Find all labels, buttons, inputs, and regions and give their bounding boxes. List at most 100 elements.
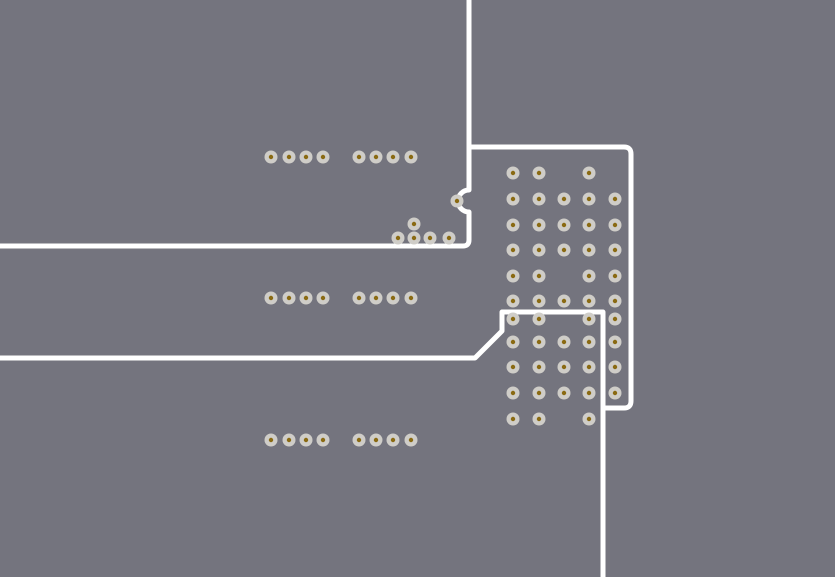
via-hole	[510, 390, 516, 396]
via-hole	[586, 298, 592, 304]
via-hole	[561, 196, 567, 202]
via	[264, 433, 278, 447]
via	[506, 312, 520, 326]
via-hole	[536, 273, 542, 279]
via	[532, 412, 546, 426]
via	[582, 294, 596, 308]
via-hole	[510, 316, 516, 322]
via	[608, 218, 622, 232]
via-hole	[612, 196, 618, 202]
via	[450, 194, 464, 208]
via-hole	[390, 295, 396, 301]
via-hole	[586, 273, 592, 279]
via-hole	[390, 437, 396, 443]
via	[391, 231, 405, 245]
via-hole	[561, 222, 567, 228]
via-hole	[586, 364, 592, 370]
via	[506, 243, 520, 257]
via-hole	[268, 295, 274, 301]
via-hole	[612, 298, 618, 304]
via	[532, 192, 546, 206]
via	[442, 231, 456, 245]
via-hole	[427, 235, 433, 241]
via-hole	[373, 154, 379, 160]
via-hole	[561, 298, 567, 304]
via	[407, 217, 421, 231]
via-hole	[536, 416, 542, 422]
via	[532, 166, 546, 180]
via	[557, 243, 571, 257]
via	[582, 192, 596, 206]
via	[282, 433, 296, 447]
via	[282, 291, 296, 305]
via-hole	[510, 273, 516, 279]
via-hole	[586, 390, 592, 396]
via-hole	[612, 222, 618, 228]
via	[582, 412, 596, 426]
via	[506, 294, 520, 308]
via-hole	[320, 154, 326, 160]
via-hole	[612, 339, 618, 345]
via	[557, 192, 571, 206]
via	[316, 433, 330, 447]
via-hole	[536, 170, 542, 176]
via-hole	[356, 295, 362, 301]
via	[299, 291, 313, 305]
via-hole	[395, 235, 401, 241]
via-hole	[586, 247, 592, 253]
via	[506, 166, 520, 180]
via	[557, 335, 571, 349]
via-hole	[612, 273, 618, 279]
via	[608, 360, 622, 374]
via	[316, 291, 330, 305]
via-hole	[586, 196, 592, 202]
via-hole	[320, 437, 326, 443]
via	[423, 231, 437, 245]
via	[557, 360, 571, 374]
via-hole	[411, 221, 417, 227]
via-hole	[268, 154, 274, 160]
via-hole	[411, 235, 417, 241]
via	[264, 291, 278, 305]
via	[608, 335, 622, 349]
via	[299, 433, 313, 447]
via-hole	[408, 154, 414, 160]
via-hole	[356, 154, 362, 160]
via-hole	[586, 316, 592, 322]
via	[386, 150, 400, 164]
via	[557, 218, 571, 232]
via-hole	[536, 316, 542, 322]
via	[582, 386, 596, 400]
via-hole	[268, 437, 274, 443]
via-hole	[510, 222, 516, 228]
via	[352, 433, 366, 447]
via-hole	[286, 154, 292, 160]
via-hole	[536, 298, 542, 304]
via-hole	[408, 437, 414, 443]
via	[582, 218, 596, 232]
via-hole	[446, 235, 452, 241]
via-hole	[561, 247, 567, 253]
via	[369, 291, 383, 305]
via-hole	[536, 222, 542, 228]
via	[557, 294, 571, 308]
via	[506, 386, 520, 400]
via	[407, 231, 421, 245]
via	[369, 433, 383, 447]
via-hole	[286, 295, 292, 301]
via	[582, 335, 596, 349]
via-hole	[454, 198, 460, 204]
via-hole	[373, 295, 379, 301]
via	[386, 291, 400, 305]
via-hole	[586, 222, 592, 228]
via	[506, 360, 520, 374]
via-hole	[373, 437, 379, 443]
via-hole	[612, 390, 618, 396]
via-hole	[303, 154, 309, 160]
via	[316, 150, 330, 164]
via	[386, 433, 400, 447]
via	[404, 291, 418, 305]
via	[532, 386, 546, 400]
via-hole	[356, 437, 362, 443]
via	[608, 312, 622, 326]
